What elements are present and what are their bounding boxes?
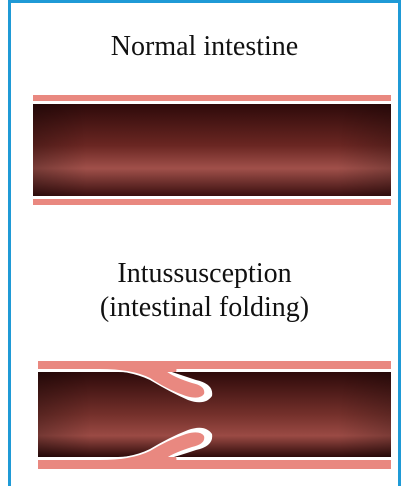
intussusception-sublabel: (intestinal folding)	[8, 291, 401, 325]
intussusception-label: Intussusception	[8, 257, 401, 291]
intussusception-tube	[38, 361, 391, 469]
normal-intestine-tube	[33, 95, 391, 205]
normal-intestine-label: Normal intestine	[8, 30, 401, 64]
